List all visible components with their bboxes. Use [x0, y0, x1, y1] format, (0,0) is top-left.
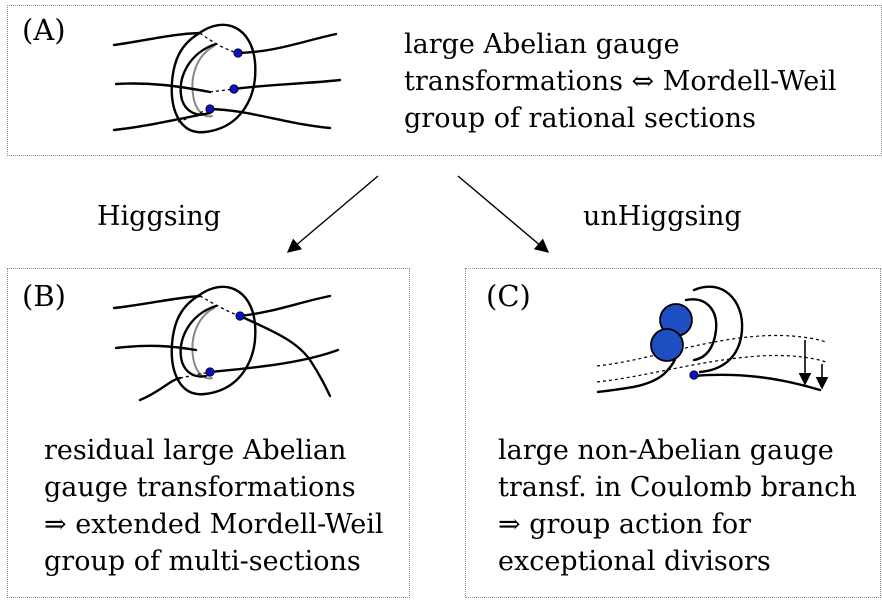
panel-a-point-1: [233, 48, 243, 58]
panel-a-line-3: group of rational sections: [404, 103, 756, 134]
panel-c-fiber-inner: [684, 298, 718, 362]
panel-a-torus-hole-inner: [191, 45, 215, 118]
panel-c-line-1: large non-Abelian gauge: [498, 435, 834, 466]
panel-a-section-top: [112, 31, 202, 47]
panel-b-point-1: [235, 311, 245, 321]
panel-a-point-2: [229, 84, 239, 94]
panel-c-exceptional-divisor-2: [650, 328, 684, 362]
panel-a-line-1: large Abelian gauge: [404, 29, 680, 60]
panel-b-line-1: residual large Abelian: [44, 435, 347, 466]
panel-c-divisor-balls: [650, 303, 693, 362]
panel-c-dashed-upper: [596, 334, 827, 367]
panel-a-tag: (A): [22, 13, 66, 47]
panel-b-multisection-top: [112, 294, 202, 310]
panel-c-fiber-outline: [692, 285, 744, 374]
panel-a-section-mid: [114, 82, 212, 94]
panel-b-torus-hole-inner: [191, 307, 215, 380]
panel-b-frame: [7, 268, 410, 598]
panel-c-tag: (C): [486, 279, 531, 313]
panel-a-section-points: [205, 48, 243, 114]
panel-c-line-2: transf. in Coulomb branch: [498, 472, 857, 503]
panel-c-caption: large non-Abelian gauge transf. in Coulo…: [498, 432, 857, 580]
panel-b-line-4: group of multi-sections: [44, 546, 361, 577]
panel-b-torus-hole-outer: [179, 304, 218, 378]
panel-b-tag: (B): [22, 279, 66, 313]
panel-a-caption: large Abelian gauge transformations ⇔ Mo…: [404, 26, 837, 137]
panel-c-dashed-curves: [596, 334, 827, 383]
unhiggsing-arrow: [457, 175, 550, 253]
panel-c-point: [689, 370, 699, 380]
panel-b-multisection-mid: [114, 344, 198, 352]
panel-c-dashed-lower: [596, 354, 827, 383]
panel-b-point-2: [205, 367, 215, 377]
panel-c-fibration-sketch: [596, 285, 822, 394]
panel-c-shrink-arrows: [798, 340, 829, 390]
panel-b-multisection-bottom: [138, 376, 182, 402]
panel-a-section-mid-right: [232, 78, 342, 91]
panel-a-section-top-right: [236, 32, 338, 55]
panel-a-line-2: transformations ⇔ Mordell-Weil: [404, 66, 837, 97]
panel-b-multisection-top-right: [238, 294, 332, 318]
panel-a-point-3: [205, 104, 215, 114]
panel-b-multisection-bottom-right: [208, 348, 340, 374]
higgsing-arrow: [286, 175, 379, 253]
panel-a-section-bottom: [112, 111, 212, 132]
panel-b-multisection-branch: [238, 314, 332, 398]
panel-c-frame: [465, 268, 881, 598]
panel-a-fibration-sketch: [112, 23, 342, 134]
panel-b-section-points: [205, 311, 245, 377]
panel-b-dashed-segments: [179, 295, 241, 379]
panel-b-line-2: gauge transformations: [44, 472, 356, 503]
panel-b-fibration-sketch: [112, 285, 340, 402]
panel-c-line-3: ⇒ group action for: [498, 509, 751, 540]
panel-b-line-3: ⇒ extended Mordell-Weil: [44, 509, 384, 540]
panel-b-caption: residual large Abelian gauge transformat…: [44, 432, 384, 580]
panel-a-torus-hole-outer: [179, 42, 218, 116]
panel-c-section-curve-right: [690, 373, 822, 392]
unhiggsing-label: unHiggsing: [583, 201, 742, 232]
panel-c-line-4: exceptional divisors: [498, 546, 771, 577]
panel-a-section-bottom-right: [208, 107, 332, 130]
higgsing-label: Higgsing: [97, 201, 221, 232]
panel-b-torus-outline: [170, 285, 257, 396]
panel-a-torus-outline: [170, 23, 257, 134]
